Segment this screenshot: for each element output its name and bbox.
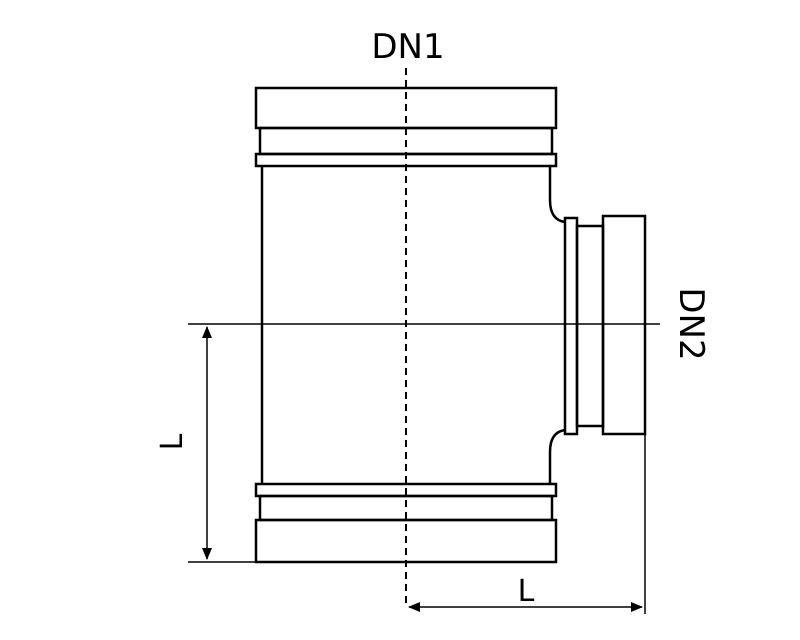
dn1-label: DN1 xyxy=(371,27,444,67)
branch-groove-ring xyxy=(563,216,579,436)
centerlines xyxy=(188,68,660,608)
body-right-wall xyxy=(548,166,566,484)
l-horizontal-label: L xyxy=(518,574,535,609)
dimension-vertical-l xyxy=(188,326,256,563)
branch-end-collar xyxy=(601,214,647,436)
dimension-horizontal-l xyxy=(408,434,646,614)
l-vertical-label: L xyxy=(155,433,190,450)
dn2-label: DN2 xyxy=(671,287,711,360)
branch-collar-step xyxy=(575,224,605,428)
branch-outlet xyxy=(563,214,647,436)
main-pipe xyxy=(254,86,566,564)
